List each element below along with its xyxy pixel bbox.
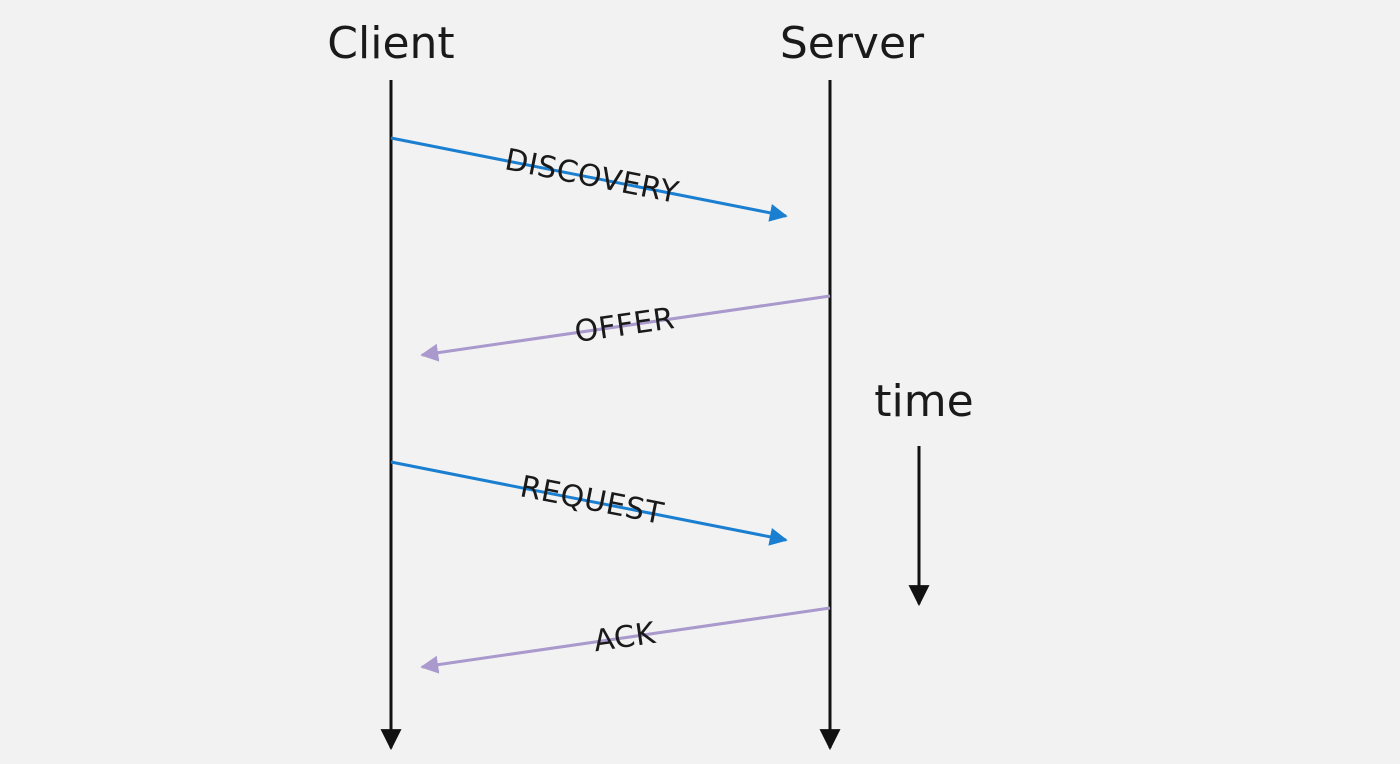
client-label: Client — [327, 18, 454, 69]
offer-label: OFFER — [572, 301, 676, 350]
offer-arrow — [420, 294, 831, 362]
ack-arrow — [420, 606, 831, 674]
server-label: Server — [780, 18, 925, 69]
discovery-label: DISCOVERY — [502, 142, 682, 211]
time-label: time — [874, 376, 973, 427]
request-label: REQUEST — [517, 469, 666, 532]
ack-label: ACK — [591, 616, 658, 660]
request-arrow — [390, 460, 788, 546]
discovery-arrow — [390, 136, 788, 222]
